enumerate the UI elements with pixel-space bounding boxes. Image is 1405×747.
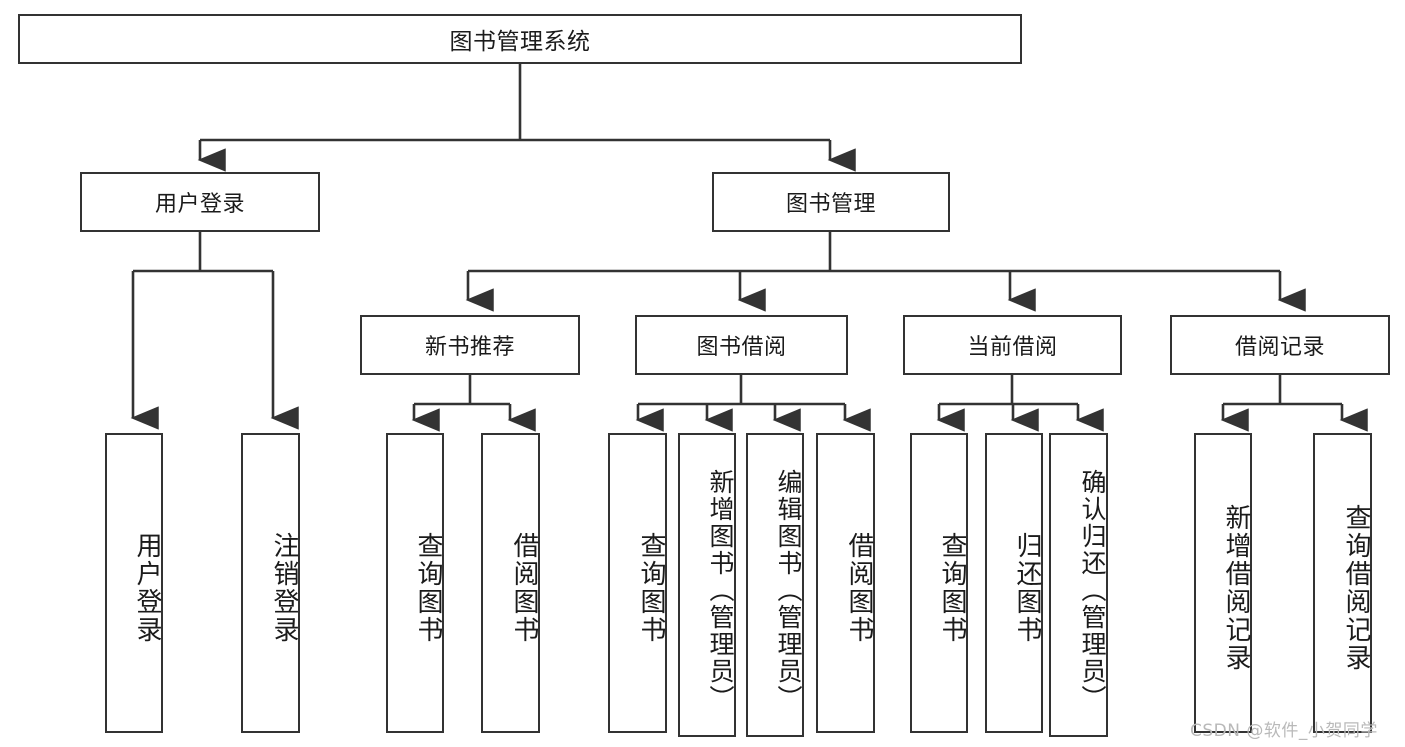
leaf-edit-book-admin[interactable]: 编辑图书（管理员）: [746, 433, 804, 737]
leaf-return-book[interactable]: 归还图书: [985, 433, 1043, 733]
leaf-query-book-current[interactable]: 查询图书: [910, 433, 968, 733]
node-new-book-recommend[interactable]: 新书推荐: [360, 315, 580, 375]
leaf-add-borrow-record[interactable]: 新增借阅记录: [1194, 433, 1252, 733]
node-current-borrow[interactable]: 当前借阅: [903, 315, 1122, 375]
leaf-logout[interactable]: 注销登录: [241, 433, 300, 733]
leaf-add-book-admin[interactable]: 新增图书（管理员）: [678, 433, 736, 737]
leaf-query-book-recommend[interactable]: 查询图书: [386, 433, 444, 733]
leaf-user-login[interactable]: 用户登录: [105, 433, 163, 733]
node-root[interactable]: 图书管理系统: [18, 14, 1022, 64]
node-borrow-record[interactable]: 借阅记录: [1170, 315, 1390, 375]
node-book-management[interactable]: 图书管理: [712, 172, 950, 232]
leaf-borrow-book-recommend[interactable]: 借阅图书: [481, 433, 540, 733]
leaf-borrow-book[interactable]: 借阅图书: [816, 433, 875, 733]
leaf-query-book-borrow[interactable]: 查询图书: [608, 433, 667, 733]
node-user-login[interactable]: 用户登录: [80, 172, 320, 232]
csdn-watermark: CSDN @软件_小贺同学: [1190, 721, 1378, 741]
node-book-borrow[interactable]: 图书借阅: [635, 315, 848, 375]
leaf-confirm-return-admin[interactable]: 确认归还（管理员）: [1049, 433, 1108, 737]
leaf-query-borrow-record[interactable]: 查询借阅记录: [1313, 433, 1372, 733]
